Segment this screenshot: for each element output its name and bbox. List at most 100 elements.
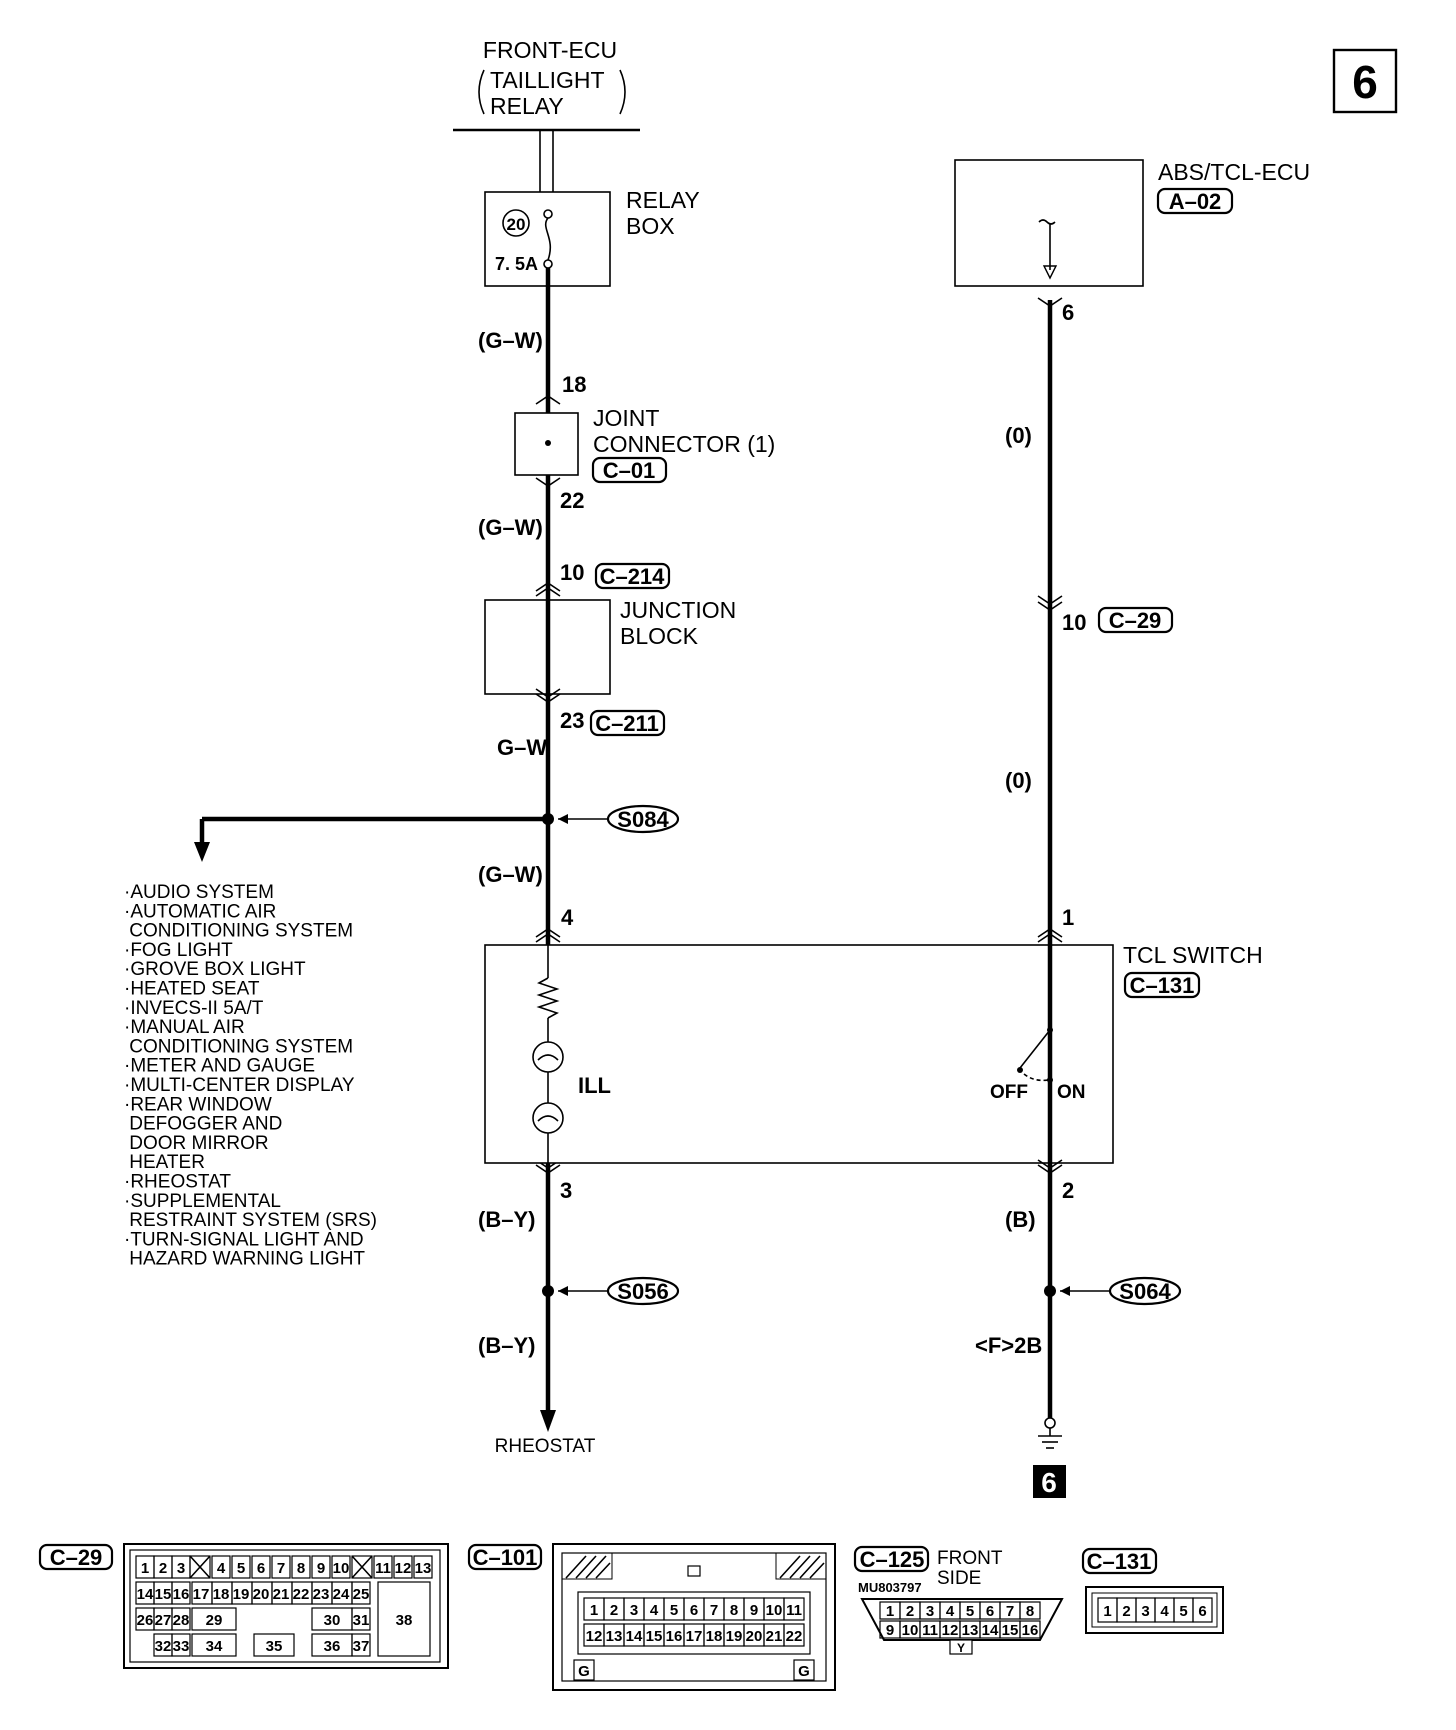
label: 1 bbox=[886, 1603, 894, 1620]
svg-text:22: 22 bbox=[560, 488, 584, 513]
pin-cell bbox=[251, 1555, 271, 1579]
svg-text:TAILLIGHT: TAILLIGHT bbox=[490, 67, 605, 93]
label: 14 bbox=[626, 1628, 643, 1645]
branch-list-item: ·GROVE BOX LIGHT bbox=[124, 959, 306, 980]
branch-list-item: ·RHEOSTAT bbox=[124, 1172, 231, 1193]
svg-text:20: 20 bbox=[507, 215, 526, 234]
label: 3 bbox=[177, 1560, 185, 1577]
label: 12 bbox=[586, 1628, 603, 1645]
label: 12 bbox=[395, 1560, 412, 1577]
label: 10 bbox=[766, 1602, 783, 1619]
branch-list-item: ·FOG LIGHT bbox=[124, 940, 233, 961]
label: 7 bbox=[277, 1560, 285, 1577]
branch-list-item: ·MANUAL AIR bbox=[124, 1017, 245, 1038]
pin-cell bbox=[1192, 1597, 1213, 1623]
label: 2 bbox=[1122, 1603, 1130, 1620]
pin-cell bbox=[211, 1555, 231, 1579]
branch-list-item: RESTRAINT SYSTEM (SRS) bbox=[124, 1210, 377, 1231]
svg-text:C–101: C–101 bbox=[473, 1545, 538, 1570]
svg-text:G–W: G–W bbox=[497, 735, 547, 760]
label: 13 bbox=[415, 1560, 432, 1577]
label: 10 bbox=[902, 1622, 919, 1639]
svg-text:RHEOSTAT: RHEOSTAT bbox=[495, 1436, 596, 1457]
tcl-switch: TCL SWITCH C–131 ILL OFF ON bbox=[484, 942, 1263, 1164]
label: 10 bbox=[333, 1560, 350, 1577]
branch-list-item: DOOR MIRROR bbox=[124, 1133, 269, 1154]
svg-text:C–214: C–214 bbox=[600, 564, 666, 589]
label: 8 bbox=[730, 1602, 738, 1619]
fuse-terminal-top bbox=[543, 209, 553, 219]
svg-text:FRONT-ECU: FRONT-ECU bbox=[483, 37, 617, 63]
left-paren bbox=[478, 69, 485, 115]
svg-text:SIDE: SIDE bbox=[937, 1568, 981, 1589]
label: 16 bbox=[1022, 1622, 1039, 1639]
label: 11 bbox=[375, 1560, 391, 1577]
pin-cell bbox=[351, 1607, 371, 1631]
label: 28 bbox=[173, 1612, 190, 1629]
svg-text:C–29: C–29 bbox=[1109, 608, 1162, 633]
rheostat-arrow bbox=[540, 1410, 556, 1432]
pin-cell bbox=[393, 1555, 413, 1579]
svg-text:(B–Y): (B–Y) bbox=[478, 1207, 535, 1232]
branch-list-item: ·INVECS-II 5A/T bbox=[124, 998, 264, 1019]
hatch-tl bbox=[561, 1552, 613, 1580]
branch-list-item: ·REAR WINDOW bbox=[124, 1094, 272, 1115]
svg-text:6: 6 bbox=[1062, 300, 1074, 325]
branch-destination-list: ·AUDIO SYSTEM·AUTOMATIC AIR CONDITIONING… bbox=[124, 882, 377, 1270]
branch-list-item: CONDITIONING SYSTEM bbox=[124, 1036, 353, 1057]
resistor-icon bbox=[536, 977, 560, 1019]
label: 16 bbox=[666, 1628, 683, 1645]
svg-text:(G–W): (G–W) bbox=[478, 515, 543, 540]
pin-cell bbox=[191, 1607, 237, 1631]
svg-text:1: 1 bbox=[1062, 905, 1074, 930]
label: 22 bbox=[786, 1628, 803, 1645]
pin-cell bbox=[171, 1555, 191, 1579]
branch-list-item: ·HEATED SEAT bbox=[124, 979, 260, 1000]
svg-text:CONNECTOR (1): CONNECTOR (1) bbox=[593, 431, 775, 457]
branch-list-item: ·MULTI-CENTER DISPLAY bbox=[124, 1075, 355, 1096]
label: 12 bbox=[942, 1622, 959, 1639]
svg-text:6: 6 bbox=[1041, 1467, 1057, 1498]
label: 1 bbox=[1103, 1603, 1111, 1620]
label: 4 bbox=[217, 1560, 226, 1577]
svg-text:JOINT: JOINT bbox=[593, 405, 659, 431]
label: 4 bbox=[1160, 1603, 1169, 1620]
front-ecu-source: FRONT-ECU TAILLIGHT RELAY bbox=[453, 37, 640, 132]
pin-cell bbox=[191, 1633, 237, 1657]
pin-cell bbox=[351, 1581, 371, 1605]
branch-arrow bbox=[194, 842, 210, 862]
svg-text:ILL: ILL bbox=[578, 1073, 611, 1098]
pin-cell bbox=[373, 1555, 393, 1579]
s056-tag bbox=[606, 1276, 680, 1306]
label: 2 bbox=[610, 1602, 618, 1619]
branch-list-item: DEFOGGER AND bbox=[124, 1114, 282, 1135]
label: 37 bbox=[353, 1638, 370, 1655]
svg-text:G: G bbox=[798, 1663, 810, 1680]
label: 9 bbox=[750, 1602, 758, 1619]
branch-list-item: ·TURN-SIGNAL LIGHT AND bbox=[124, 1229, 364, 1250]
svg-text:7. 5A: 7. 5A bbox=[495, 254, 538, 274]
svg-text:S064: S064 bbox=[1119, 1279, 1171, 1304]
svg-text:C–131: C–131 bbox=[1130, 973, 1195, 998]
label: 15 bbox=[646, 1628, 663, 1645]
pin-cell bbox=[377, 1581, 431, 1657]
label: 23 bbox=[313, 1586, 330, 1603]
branch-list-item: HEATER bbox=[124, 1152, 205, 1173]
label: 16 bbox=[173, 1586, 190, 1603]
svg-text:2: 2 bbox=[1062, 1178, 1074, 1203]
label: 36 bbox=[324, 1638, 341, 1655]
pin-cell bbox=[351, 1555, 373, 1579]
label: 8 bbox=[1026, 1603, 1034, 1620]
branch-list-item: HAZARD WARNING LIGHT bbox=[124, 1249, 365, 1270]
label: 21 bbox=[273, 1586, 290, 1603]
svg-text:3: 3 bbox=[560, 1178, 572, 1203]
label: 17 bbox=[686, 1628, 703, 1645]
blank-cavity-icon bbox=[189, 1555, 211, 1579]
svg-text:C–01: C–01 bbox=[603, 458, 656, 483]
label: 33 bbox=[173, 1638, 190, 1655]
label: 6 bbox=[1198, 1603, 1206, 1620]
